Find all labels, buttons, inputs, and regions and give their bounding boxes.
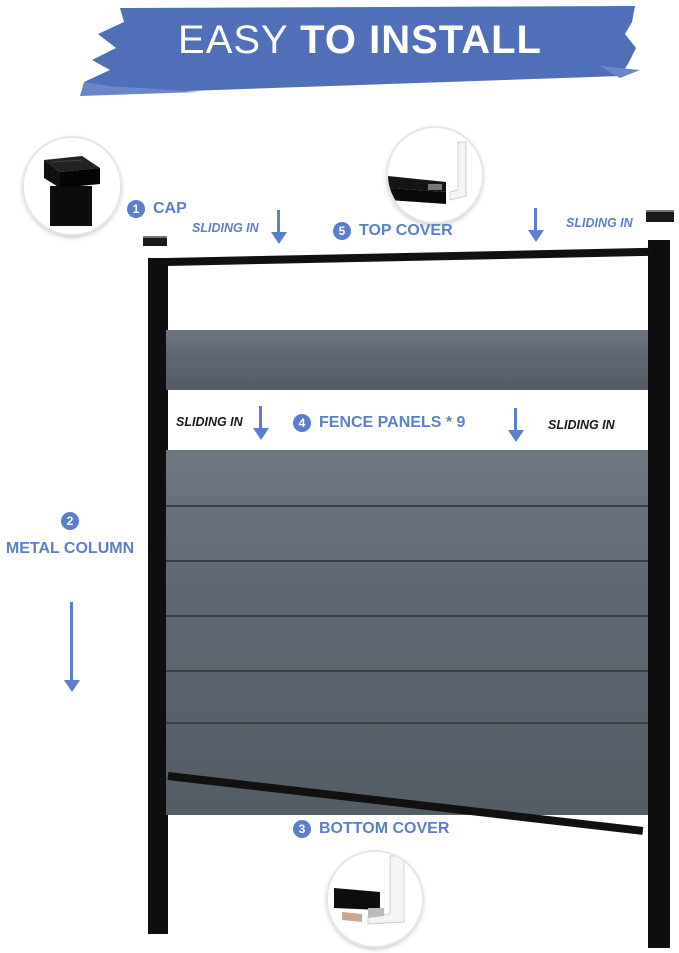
- cap-detail-icon: [44, 156, 100, 226]
- step-number: 1: [127, 200, 145, 218]
- title-part-2: TO INSTALL: [300, 18, 542, 62]
- label-top-cover: 5 TOP COVER: [333, 222, 453, 240]
- label-text: METAL COLUMN: [5, 540, 135, 557]
- panel-seam: [166, 615, 648, 617]
- arrow-down-icon: [64, 602, 80, 694]
- label-bottom-cover: 3 BOTTOM COVER: [293, 820, 449, 838]
- top-cover-detail-icon: [388, 141, 467, 204]
- floating-fence-panel: [166, 330, 648, 390]
- step-number: 2: [61, 512, 79, 530]
- cap-detail-inset: [24, 138, 120, 234]
- sliding-in-label-top-left: SLIDING IN: [192, 221, 259, 235]
- sliding-in-label-mid-right: SLIDING IN: [548, 418, 615, 432]
- panel-seam: [166, 722, 648, 724]
- panel-seam: [166, 560, 648, 562]
- label-cap: 1 CAP: [127, 200, 187, 218]
- step-number: 3: [293, 820, 311, 838]
- top-cover-detail-inset: [388, 128, 482, 222]
- label-text: BOTTOM COVER: [319, 820, 450, 837]
- top-cover-rail: [165, 247, 650, 266]
- label-text: FENCE PANELS * 9: [319, 414, 466, 431]
- arrow-down-icon: [271, 210, 287, 244]
- sliding-in-label-top-right: SLIDING IN: [566, 216, 633, 230]
- arrow-down-icon: [528, 208, 544, 242]
- title-banner: [80, 4, 640, 96]
- left-metal-column: [148, 258, 168, 934]
- brush-stroke-background: [80, 6, 640, 96]
- arrow-down-icon: [508, 408, 524, 442]
- label-text: TOP COVER: [359, 222, 453, 239]
- label-fence-panels: 4 FENCE PANELS * 9: [293, 414, 465, 432]
- label-text: CAP: [153, 200, 187, 217]
- right-post-cap: [646, 210, 674, 222]
- bottom-cover-detail-icon: [334, 855, 405, 925]
- left-post-cap: [143, 236, 167, 246]
- right-metal-column: [648, 240, 670, 948]
- panel-seam: [166, 670, 648, 672]
- page-title: EASY TO INSTALL: [80, 18, 640, 63]
- title-part-1: EASY: [178, 18, 289, 62]
- panel-seam: [166, 505, 648, 507]
- arrow-down-icon: [253, 406, 269, 440]
- bottom-cover-detail-inset: [328, 852, 422, 946]
- step-number: 4: [293, 414, 311, 432]
- sliding-in-label-mid-left: SLIDING IN: [176, 415, 243, 429]
- label-metal-column: 2 METAL COLUMN: [0, 512, 140, 558]
- fence-panel-stack: [166, 450, 648, 815]
- step-number: 5: [333, 222, 351, 240]
